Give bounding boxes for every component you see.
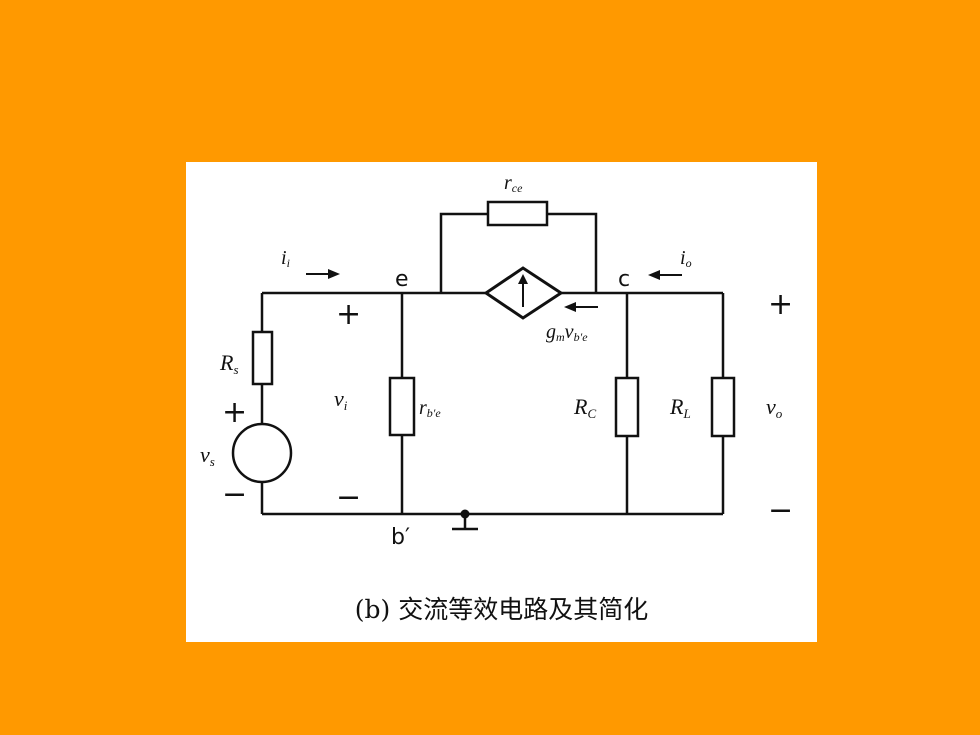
label-rc: RC [573,394,596,421]
label-vo: vo [766,394,783,421]
vs-plus-sign: + [222,395,247,430]
circuit-diagram: rce ii io e c b′ gmvb′e Rs vs vi rb′e RC… [200,172,793,550]
node-e-label: e [395,267,409,292]
source-arrow-head [518,274,528,284]
label-gm-vbe: gmvb′e [546,321,588,344]
resistor-rbe [388,376,416,437]
gm-arrow-head [564,302,576,312]
vo-minus-sign: − [768,493,793,528]
resistor-rl [710,376,736,438]
resistor-rce [486,200,549,227]
label-rl: RL [669,394,691,421]
vi-plus-sign: + [336,297,361,332]
label-vs: vs [200,442,215,469]
wire-rce-right [547,212,598,293]
ground-node-dot [460,509,470,519]
label-ii: ii [281,247,290,270]
resistor-rs [251,330,274,386]
node-c-label: c [618,267,630,292]
figure-caption: (b) 交流等效电路及其简化 [354,595,649,624]
label-io: io [680,247,692,270]
vi-minus-sign: − [336,480,361,515]
label-rbe: rb′e [419,397,441,420]
label-vi: vi [334,386,348,413]
circuit-figure: rce ii io e c b′ gmvb′e Rs vs vi rb′e RC… [186,162,817,642]
voltage-source-vs [231,422,293,484]
ii-arrow-head [328,269,340,279]
label-rs: Rs [219,350,239,377]
resistor-rc [614,376,640,438]
io-arrow-head [648,270,660,280]
node-b-label: b′ [391,525,410,550]
label-rce: rce [504,172,523,195]
vo-plus-sign: + [768,287,793,322]
vs-minus-sign: − [222,477,247,512]
dependent-current-source [483,266,564,320]
wire-rce-left [439,212,488,293]
